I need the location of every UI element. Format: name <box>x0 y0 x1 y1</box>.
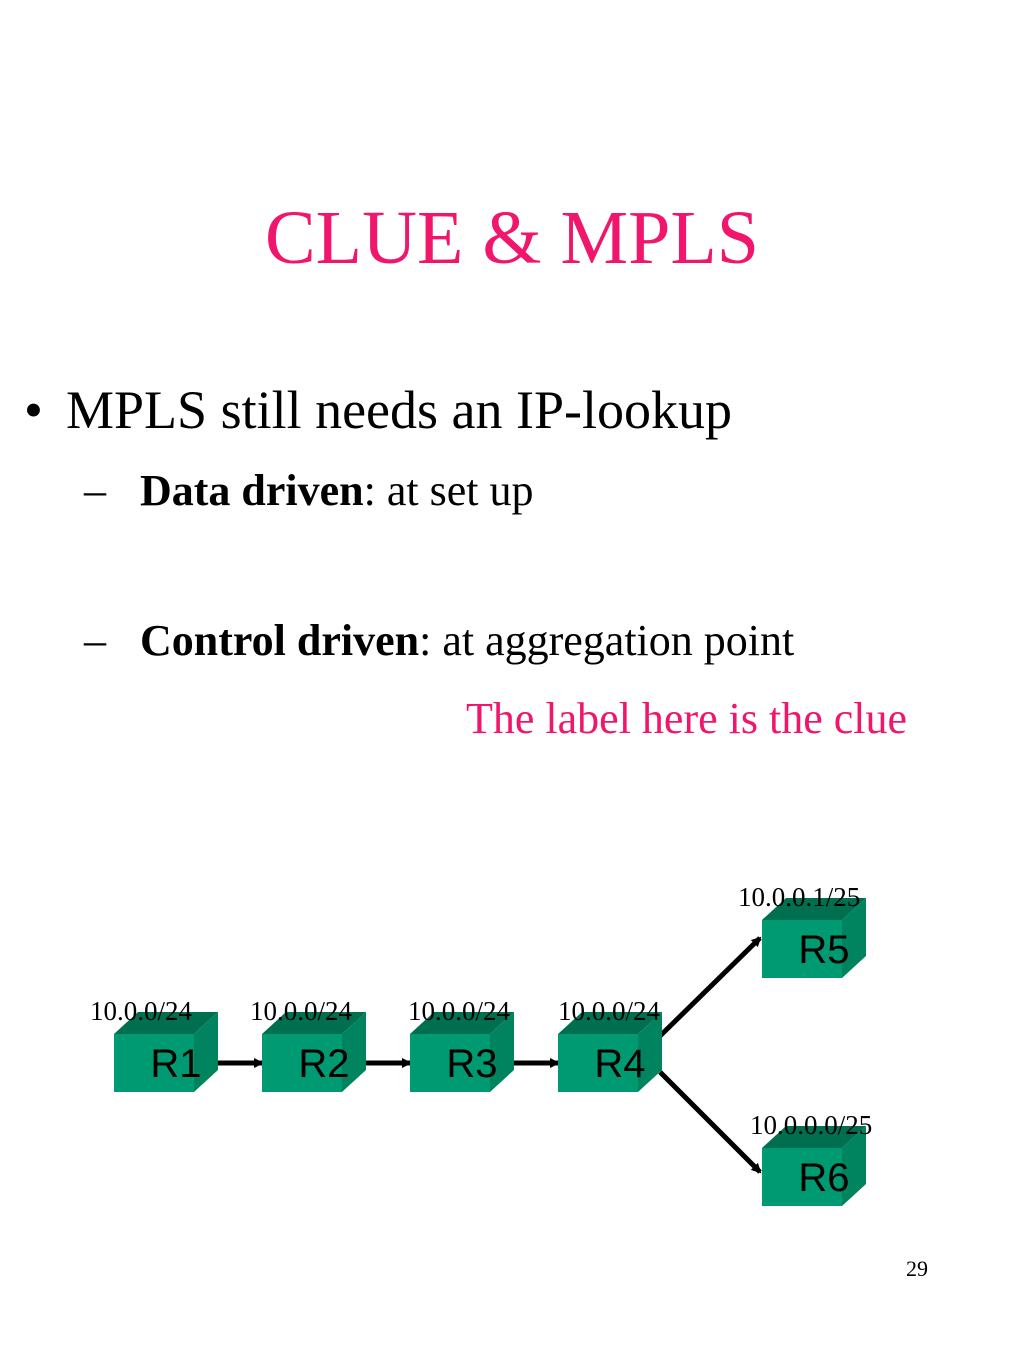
link-r4-r6 <box>658 1070 762 1174</box>
router-top-face <box>762 898 866 920</box>
clue-note: The label here is the clue <box>466 694 908 743</box>
link-r4-r5 <box>658 936 762 1038</box>
subitem-marker: – <box>84 616 106 665</box>
router-front-face <box>558 1034 638 1092</box>
router-front-face <box>410 1034 490 1092</box>
router-address: 10.0.0/24 <box>250 996 353 1026</box>
bullet-text: MPLS still needs an IP-lookup <box>66 380 733 440</box>
subitem-bold: Control driven <box>140 616 420 665</box>
router-top-face <box>762 1126 866 1148</box>
slide-title: CLUE & MPLS <box>264 196 760 280</box>
router-top-face <box>410 1012 514 1034</box>
router-label: R2 <box>298 1042 349 1086</box>
bullet-item: • MPLS still needs an IP-lookup <box>24 378 732 442</box>
router-r2: R2 10.0.0/24 <box>250 996 366 1092</box>
router-top-face <box>114 1012 218 1034</box>
router-label: R3 <box>446 1042 497 1086</box>
router-top-face <box>262 1012 366 1034</box>
router-r5: R5 10.0.0.1/25 <box>738 882 866 978</box>
router-side-face <box>342 1012 366 1092</box>
router-r1: R1 10.0.0/24 <box>90 996 218 1092</box>
bullet-marker: • <box>24 380 43 440</box>
router-r4: R4 10.0.0/24 <box>558 996 662 1092</box>
router-front-face <box>262 1034 342 1092</box>
router-top-face <box>558 1012 662 1034</box>
router-address: 10.0.0/24 <box>90 996 193 1026</box>
subitem-text: : at aggregation point <box>419 616 795 665</box>
router-address: 10.0.0.0/25 <box>750 1110 872 1140</box>
subitem-text: : at set up <box>363 466 534 515</box>
router-address: 10.0.0.1/25 <box>738 882 860 912</box>
router-address: 10.0.0/24 <box>558 996 661 1026</box>
router-side-face <box>194 1012 218 1092</box>
router-r6: R6 10.0.0.0/25 <box>750 1110 872 1206</box>
subitem-bold: Data driven <box>140 466 364 515</box>
router-side-face <box>490 1012 514 1092</box>
router-label: R4 <box>594 1042 645 1086</box>
subitem-control-driven: –Control driven: at aggregation point <box>84 615 794 667</box>
router-label: R5 <box>798 928 849 972</box>
page-number: 29 <box>906 1256 928 1281</box>
router-address: 10.0.0/24 <box>408 996 511 1026</box>
router-r3: R3 10.0.0/24 <box>408 996 514 1092</box>
router-side-face <box>842 1126 866 1206</box>
subitem-marker: – <box>84 466 106 515</box>
router-label: R6 <box>798 1156 849 1200</box>
router-front-face <box>114 1034 194 1092</box>
router-side-face <box>638 1012 662 1092</box>
router-label: R1 <box>150 1042 201 1086</box>
subitem-data-driven: –Data driven: at set up <box>84 465 534 517</box>
router-side-face <box>842 898 866 978</box>
router-front-face <box>762 1148 842 1206</box>
router-front-face <box>762 920 842 978</box>
